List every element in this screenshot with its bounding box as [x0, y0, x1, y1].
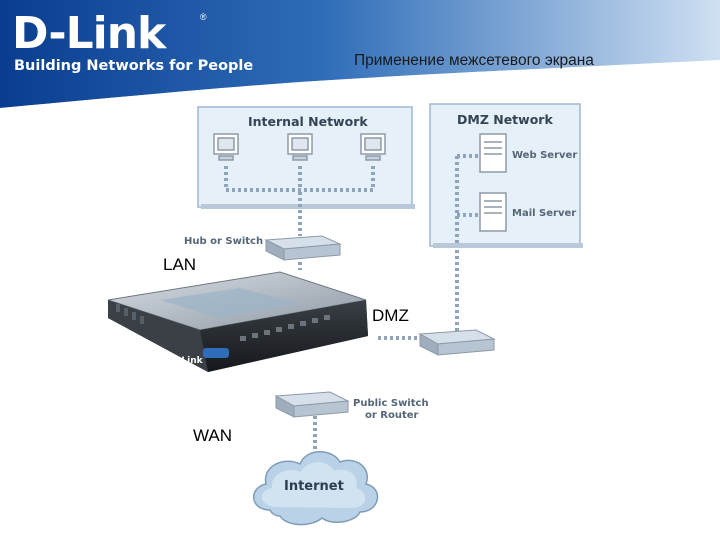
router-brand-label: D-Link	[170, 356, 203, 366]
internet-cloud-icon	[253, 451, 379, 526]
firewall-router-device	[107, 271, 368, 372]
header-banner	[0, 0, 720, 110]
internet-label: Internet	[284, 479, 344, 494]
dlink-logo: D-Link	[12, 8, 166, 59]
router-label: or Router	[365, 410, 419, 421]
pc-icon	[287, 133, 313, 161]
dmz-switch-icon	[418, 329, 496, 356]
lan-label: LAN	[163, 255, 197, 274]
dmz-label: DMZ	[372, 306, 409, 325]
pc-icon	[360, 133, 386, 161]
logo-tagline: Building Networks for People	[14, 58, 254, 74]
internal-network-title: Internal Network	[248, 114, 368, 129]
mail-server-label: Mail Server	[512, 208, 577, 219]
dmz-network-title: DMZ Network	[457, 112, 553, 127]
hub-switch-icon	[264, 235, 342, 261]
server-icon	[479, 133, 507, 173]
public-switch-icon	[274, 391, 350, 418]
public-switch-label: Public Switch	[353, 398, 429, 409]
server-icon	[479, 192, 507, 232]
registered-mark: ®	[200, 12, 207, 22]
slide-title: Применение межсетевого экрана	[354, 52, 594, 69]
pc-icon	[213, 133, 239, 161]
wan-label: WAN	[193, 426, 233, 445]
hub-switch-label: Hub or Switch	[184, 236, 264, 247]
web-server-label: Web Server	[512, 150, 578, 161]
connection-lines	[224, 154, 478, 450]
